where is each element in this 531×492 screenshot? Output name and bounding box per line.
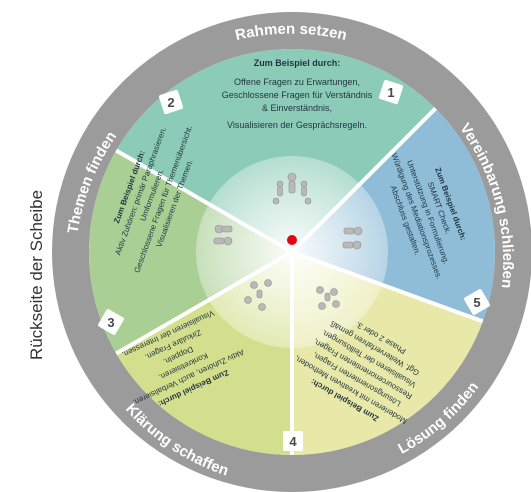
people-pair-icon-right — [342, 226, 363, 250]
people-group-icon-top — [272, 172, 312, 205]
svg-text:4: 4 — [289, 434, 297, 449]
center-dot — [287, 235, 297, 245]
svg-text:2: 2 — [167, 95, 174, 110]
number-badge-4: 4 — [283, 431, 303, 451]
people-pair-icon-left — [213, 224, 233, 246]
segment-3-wedge — [89, 150, 292, 354]
number-badge-5: 5 — [464, 289, 490, 315]
svg-text:5: 5 — [473, 295, 480, 310]
number-badge-2: 2 — [158, 89, 184, 115]
ring-label-rahmen: Rahmen setzen — [234, 21, 349, 44]
segment-1-line-1: Offene Fragen zu Erwartungen, — [234, 77, 360, 87]
number-badge-1: 1 — [378, 79, 404, 105]
people-circle-icon-lower-right — [316, 286, 340, 310]
segment-1-line-4: Visualisieren der Gesprächsregeln. — [227, 120, 367, 130]
segment-1-heading: Zum Beispiel durch: — [254, 58, 341, 68]
segment-2-wedge — [116, 49, 436, 252]
svg-text:1: 1 — [387, 85, 394, 100]
svg-text:3: 3 — [107, 315, 114, 330]
people-circle-icon-lower-left — [244, 279, 272, 311]
center-hub — [196, 156, 388, 348]
segment-1-line-2: Geschlossene Fragen für Verständnis — [222, 90, 373, 100]
number-badge-3: 3 — [98, 309, 124, 335]
segment-1-text: Zum Beispiel durch: Offene Fragen zu Erw… — [222, 58, 373, 130]
segment-1-line-3: & Einverständnis, — [262, 103, 332, 113]
